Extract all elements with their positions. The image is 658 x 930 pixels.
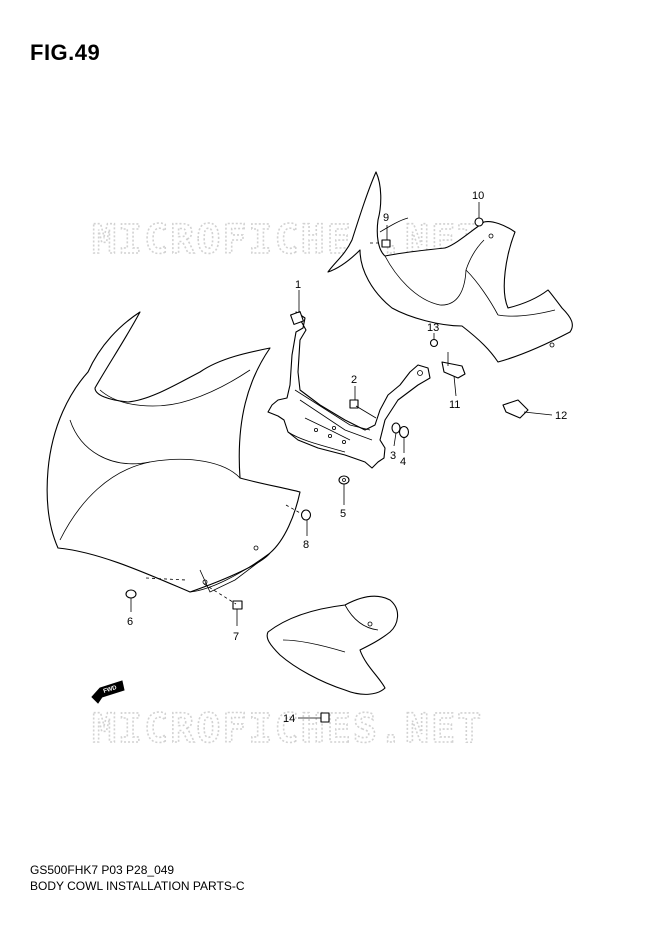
callout-14: 14 [283,713,295,725]
callout-10: 10 [472,190,484,202]
callout-7: 7 [233,631,239,643]
callout-5: 5 [340,508,346,520]
figure-title: FIG.49 [30,40,101,65]
front-cowl [46,311,301,593]
screw-14 [320,712,330,723]
nut-4 [398,425,410,439]
callout-11: 11 [449,399,460,411]
callout-9: 9 [383,212,389,224]
inner-cowl-upper [327,171,573,363]
bolt-1 [290,311,304,325]
screw-8 [285,504,312,521]
cowl-bracket-frame [267,311,431,469]
screw-13 [429,338,439,348]
diagram-code: GS500FHK7 P03 P28_049 [30,863,175,877]
callout-13: 13 [427,322,439,334]
screw-7 [203,583,243,610]
screw-6 [125,577,187,599]
callout-12: 12 [555,410,567,422]
forward-label: FWD [103,685,118,695]
diagram-description: BODY COWL INSTALLATION PARTS-C [30,879,245,893]
watermark-bottom: MICROFICHES.NET [92,706,483,752]
washer-5 [338,475,350,485]
screw-10 [474,217,484,227]
under-cowl [266,595,399,695]
callout-4: 4 [400,456,406,468]
callout-1: 1 [295,279,301,291]
screw-9 [370,239,391,248]
callout-6: 6 [127,616,133,628]
callout-3: 3 [390,450,396,462]
washer-3 [391,422,401,434]
callout-8: 8 [303,539,309,551]
bracket-11 [441,352,466,379]
bracket-12 [502,399,529,419]
bolt-2 [349,399,377,419]
forward-arrow-icon: FWD [91,680,125,704]
callout-2: 2 [351,374,357,386]
